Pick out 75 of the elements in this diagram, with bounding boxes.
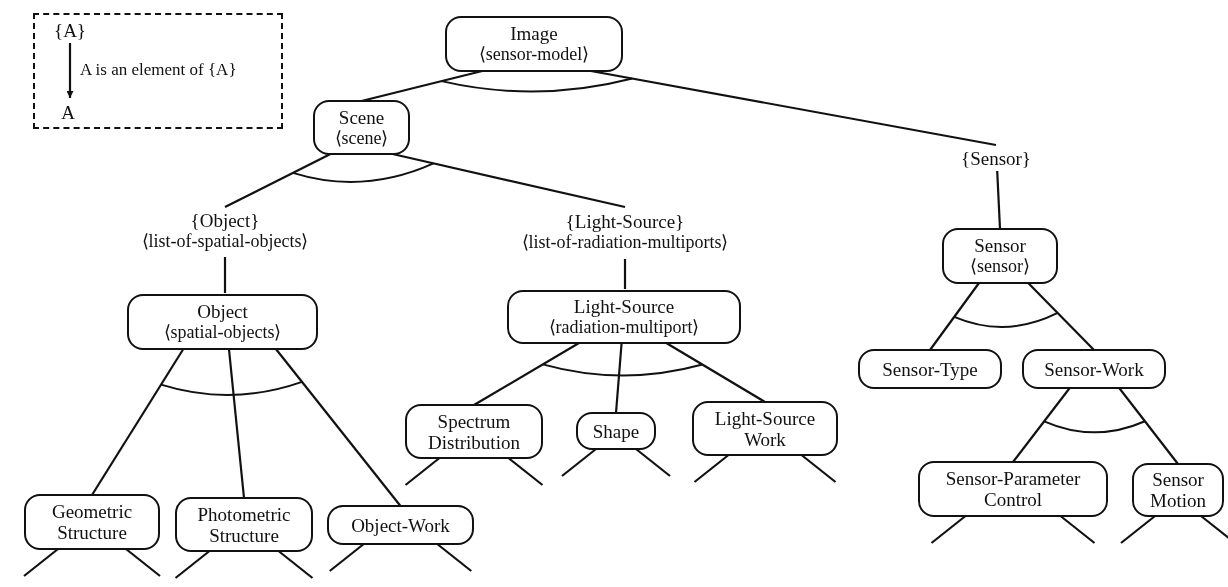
connector-line — [590, 69, 997, 147]
class-name: Light-Source Work — [713, 407, 817, 450]
connector-line — [275, 348, 402, 507]
class-box — [576, 412, 656, 450]
type-name: ⟨scene⟩ — [334, 127, 389, 149]
connector-line — [227, 348, 246, 499]
connector-line — [404, 457, 441, 486]
connector-line — [929, 282, 980, 351]
arrow — [66, 43, 74, 98]
connector-line — [392, 152, 626, 209]
class-box — [313, 100, 410, 155]
class-name: Image — [510, 23, 558, 44]
class-name: Sensor-Work — [1044, 358, 1144, 380]
connector-line — [436, 543, 472, 572]
connector-line — [224, 153, 331, 208]
connector-line — [1118, 387, 1179, 465]
class-box — [445, 16, 623, 72]
class-box — [175, 497, 313, 552]
class-box — [24, 494, 160, 550]
class-box — [858, 349, 1002, 389]
connector-line — [996, 170, 1002, 230]
class-name: Sensor-Type — [882, 358, 978, 380]
connector-line — [635, 448, 671, 477]
class-box — [942, 228, 1058, 284]
connector-line — [23, 548, 59, 577]
class-name: Spectrum Distribution — [427, 410, 521, 453]
type-name: ⟨sensor-model⟩ — [478, 44, 590, 65]
type-name: ⟨radiation-multiport⟩ — [548, 317, 700, 338]
connector-line — [614, 342, 623, 414]
class-name: {Sensor} — [961, 147, 1031, 169]
class-name: Sensor-Parameter Control — [944, 468, 1082, 510]
connector-line — [125, 548, 161, 577]
class-box — [692, 401, 838, 456]
connector-line — [930, 515, 967, 544]
connector-line — [1027, 282, 1095, 351]
connector-line — [223, 257, 227, 293]
class-name: Light-Source — [573, 296, 675, 317]
connector-line — [561, 448, 597, 477]
connector-line — [1120, 515, 1156, 544]
class-name: {Light-Source} — [565, 211, 685, 232]
class-box — [127, 294, 318, 350]
connector-line — [277, 550, 314, 579]
class-box — [327, 505, 474, 545]
class-name: Sensor — [974, 235, 1026, 256]
class-name: Geometric Structure — [50, 501, 134, 543]
type-name: ⟨sensor⟩ — [970, 256, 1030, 277]
class-name: Scene — [338, 106, 385, 128]
type-name: ⟨list-of-radiation-multiports⟩ — [521, 232, 729, 253]
connector-line — [174, 550, 211, 579]
class-name: Photometric Structure — [196, 503, 292, 546]
connector-line — [623, 259, 627, 289]
class-name: Object-Work — [351, 514, 450, 536]
connector-line — [361, 69, 483, 103]
type-name: ⟨list-of-spatial-objects⟩ — [141, 231, 309, 252]
connector-line — [507, 457, 544, 486]
connector-line — [665, 342, 766, 403]
connector-line — [1012, 387, 1071, 463]
class-name: Shape — [592, 420, 640, 442]
class-name: {A} — [54, 19, 86, 41]
connector-line — [800, 454, 837, 483]
class-name: A — [61, 101, 75, 123]
class-box — [918, 461, 1108, 517]
class-box — [507, 290, 741, 344]
type-name: ⟨spatial-objects⟩ — [163, 322, 282, 343]
class-name: Sensor Motion — [1149, 469, 1207, 511]
class-name: {Object} — [190, 210, 260, 231]
connector-line — [91, 348, 185, 496]
class-name: Object — [197, 301, 248, 322]
class-box — [1022, 349, 1166, 389]
class-box — [1132, 463, 1224, 517]
connector-line — [1059, 515, 1096, 544]
connector-line — [329, 543, 365, 572]
connector-line — [473, 342, 580, 406]
connector-line — [693, 454, 730, 483]
class-box — [405, 404, 543, 459]
